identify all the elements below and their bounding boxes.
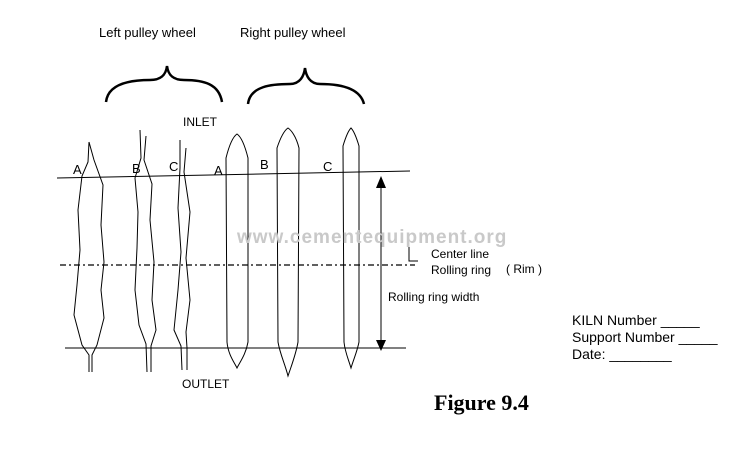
trace-right-c — [342, 127, 360, 370]
support-number-field: Support Number _____ — [572, 329, 718, 345]
cl-symbol-icon — [408, 247, 418, 262]
kiln-number-field: KILN Number _____ — [572, 312, 700, 328]
label-right-a: A — [214, 163, 223, 178]
right-pulley-label: Right pulley wheel — [240, 25, 346, 40]
outlet-label: OUTLET — [182, 377, 230, 391]
right-brace — [246, 67, 366, 105]
center-line-label: Center line — [431, 247, 490, 261]
label-right-b: B — [260, 157, 269, 172]
label-left-a: A — [73, 162, 82, 177]
label-left-b: B — [132, 161, 141, 176]
trace-right-a — [225, 133, 249, 370]
label-right-c: C — [323, 159, 333, 174]
trace-left-a — [73, 141, 105, 372]
width-arrow-up — [376, 176, 386, 188]
top-line — [56, 170, 411, 179]
trace-left-b — [134, 129, 157, 373]
trace-right-b — [276, 127, 300, 378]
trace-left-c — [173, 140, 191, 371]
width-arrow-down — [376, 340, 386, 351]
figure-caption: Figure 9.4 — [434, 390, 529, 415]
inlet-label: INLET — [183, 115, 218, 129]
label-left-c: C — [169, 159, 179, 174]
left-pulley-label: Left pulley wheel — [99, 25, 196, 40]
rolling-ring-label: Rolling ring — [431, 263, 492, 277]
watermark: www.cementequipment.org — [237, 227, 508, 248]
rim-label: ( Rim ) — [506, 262, 542, 276]
left-brace — [104, 65, 224, 103]
ring-width-label: Rolling ring width — [388, 290, 480, 304]
date-field: Date: ________ — [572, 346, 672, 362]
